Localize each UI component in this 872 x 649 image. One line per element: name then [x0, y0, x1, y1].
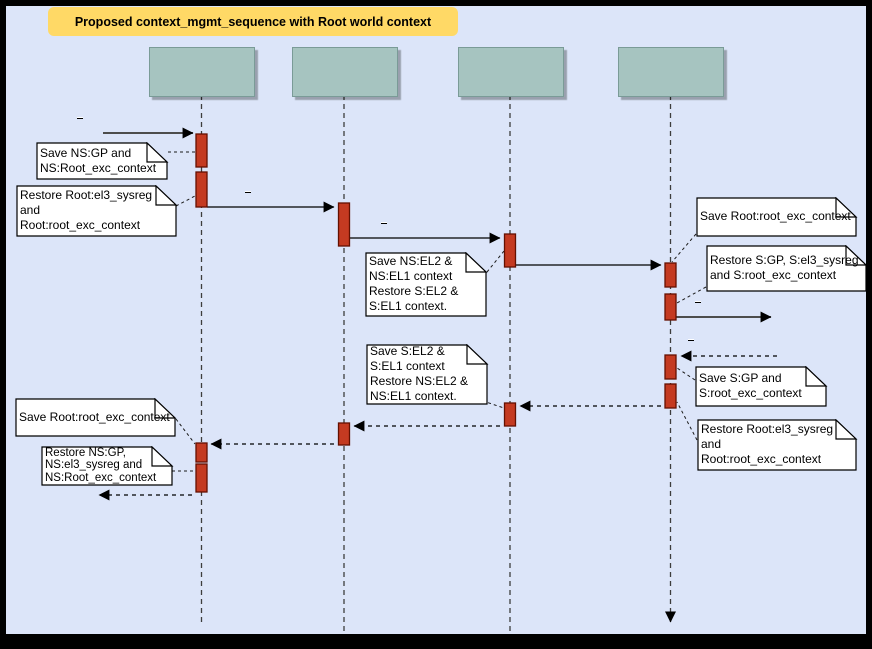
note-text: Restore Root:el3_sysreg and Root:root_ex…: [20, 188, 153, 232]
note-shape: [697, 419, 858, 471]
note-restore-root-el3-sysreg-right: Restore Root:el3_sysreg and Root:root_ex…: [697, 419, 858, 471]
note-shape: [365, 252, 488, 317]
note-text: Save S:GP and S:root_exc_context: [699, 371, 802, 400]
note-restore-root-el3-sysreg-left: Restore Root:el3_sysreg and Root:root_ex…: [16, 185, 178, 237]
message-label-entry-from-s-el2: [688, 339, 694, 341]
note-text: Save S:EL2 & S:EL1 context Restore NS:EL…: [370, 344, 469, 403]
note-connector-5: [676, 286, 707, 304]
diagram-title: Proposed context_mgmt_sequence with Root…: [48, 7, 458, 36]
note-save-root-exc-left: Save Root:root_exc_context: [15, 398, 177, 437]
actor-runtime-svc: [292, 47, 398, 97]
note-text: Save Root:root_exc_context: [700, 209, 851, 223]
note-save-root-exc-right: Save Root:root_exc_context: [696, 197, 858, 237]
note-connector-7: [676, 401, 698, 441]
activation-bar-9: [664, 262, 677, 288]
activation-bar-3: [195, 442, 208, 463]
message-label-entry-from-ns: [77, 117, 83, 119]
note-shape: [16, 185, 178, 237]
actor-el3-entry-left: [149, 47, 255, 97]
note-text: Save NS:EL2 & NS:EL1 context Restore S:E…: [369, 254, 459, 313]
note-shape: [366, 344, 489, 405]
note-save-ns-el2: Save NS:EL2 & NS:EL1 context Restore S:E…: [365, 252, 488, 317]
note-shape: [695, 366, 828, 407]
activation-bar-4: [195, 463, 208, 493]
note-save-ns-gp: Save NS:GP and NS:Root_exc_context: [36, 142, 169, 180]
activation-bar-12: [664, 383, 677, 409]
activation-bar-1: [195, 133, 208, 168]
activation-bar-10: [664, 293, 677, 321]
activation-bar-6: [337, 422, 351, 446]
note-connector-3: [486, 250, 505, 273]
message-label-if-smc: [245, 191, 251, 193]
activation-bar-2: [195, 171, 208, 208]
note-save-s-el2: Save S:EL2 & S:EL1 context Restore NS:EL…: [366, 344, 489, 405]
note-save-s-gp: Save S:GP and S:root_exc_context: [695, 366, 828, 407]
note-restore-ns-gp: Restore NS:GP, NS:el3_sysreg and NS:Root…: [41, 446, 174, 486]
note-connector-6: [676, 367, 696, 381]
note-connector-4: [671, 233, 697, 263]
activation-bar-7: [503, 233, 517, 268]
actor-spmd: [458, 47, 564, 97]
note-text: Restore S:GP, S:el3_sysreg and S:root_ex…: [710, 253, 859, 282]
note-shape: [15, 398, 177, 437]
activation-bar-8: [503, 402, 517, 427]
note-shape: [696, 197, 858, 237]
activation-bar-11: [664, 354, 677, 380]
message-label-exit-to-s-el2: [695, 301, 701, 303]
note-connector-2: [175, 195, 196, 207]
note-restore-s-gp: Restore S:GP, S:el3_sysreg and S:root_ex…: [706, 245, 868, 292]
note-text: Save NS:GP and NS:Root_exc_context: [40, 145, 157, 175]
message-label-if-smc-for-spm: [381, 222, 387, 224]
note-text: Save Root:root_exc_context: [19, 409, 170, 424]
note-connector-9: [175, 418, 196, 445]
note-text: Restore NS:GP, NS:el3_sysreg and NS:Root…: [45, 446, 157, 484]
activation-bar-5: [337, 202, 351, 247]
note-shape: [36, 142, 169, 180]
actor-el3-entry-right: [618, 47, 724, 97]
note-shape: [41, 446, 174, 486]
note-text: Restore Root:el3_sysreg and Root:root_ex…: [701, 422, 834, 466]
